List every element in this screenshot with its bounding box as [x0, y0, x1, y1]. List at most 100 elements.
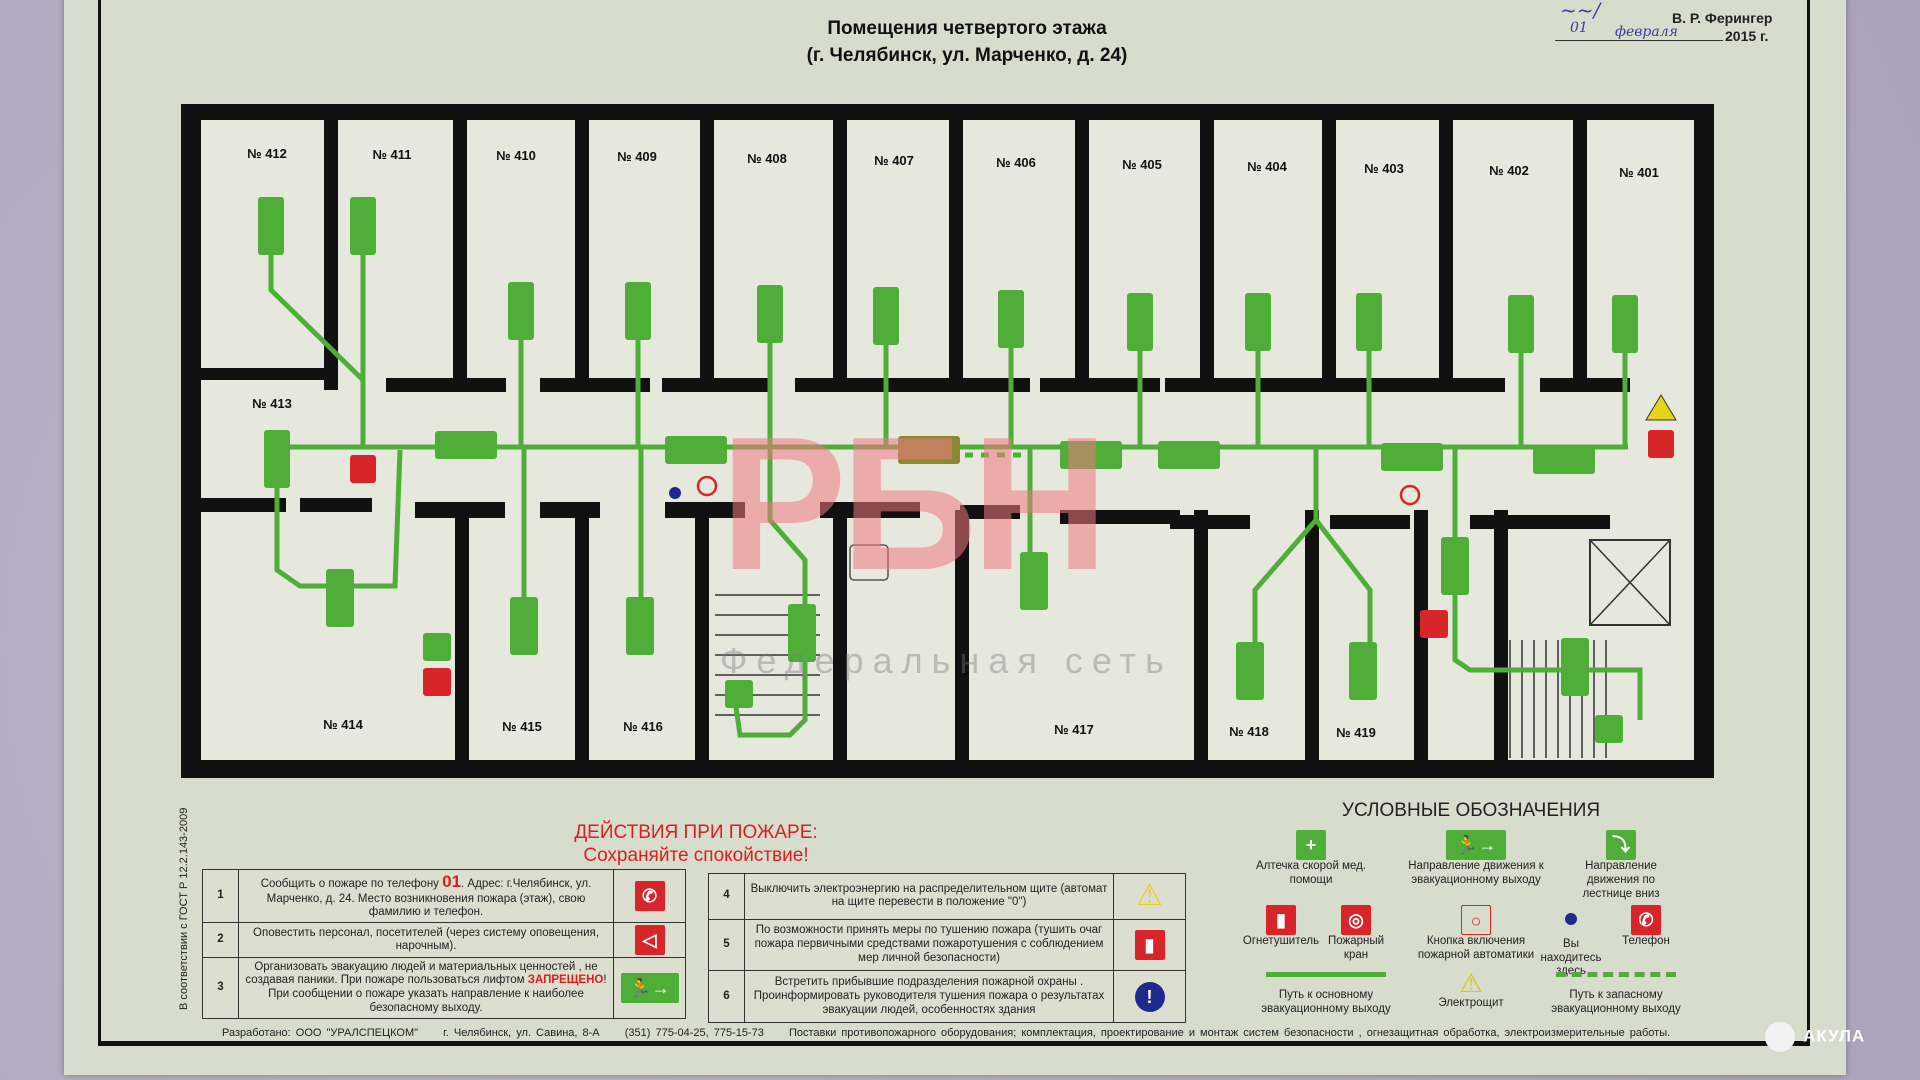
room-label: № 411: [372, 147, 411, 162]
step-text: Организовать эвакуацию людей и материаль…: [238, 957, 614, 1019]
step-number: 6: [708, 970, 745, 1023]
wall: [181, 760, 1714, 778]
watermark-logo: РБН: [720, 398, 1109, 610]
exit-direction-sign: [665, 436, 727, 464]
electric-hazard-icon: ⚠: [1136, 879, 1163, 913]
fire-actions-heading: ДЕЙСТВИЯ ПРИ ПОЖАРЕ:: [574, 822, 818, 843]
wall: [1170, 515, 1250, 529]
stairs-down-sign: [1595, 715, 1623, 743]
exit-direction-sign: [1508, 295, 1534, 353]
fire-extinguisher-sign: [350, 455, 376, 483]
exit-direction-sign: [1245, 293, 1271, 351]
fire-phone-number: 01: [442, 872, 462, 892]
exit-direction-sign: [508, 282, 534, 340]
footer-phones: (351) 775-04-25, 775-15-73: [624, 1027, 764, 1039]
wall: [1330, 515, 1410, 529]
room-label: № 412: [247, 146, 287, 161]
table-row: 5 По возможности принять меры по тушению…: [708, 918, 1186, 972]
fire-actions-subheading: Сохраняйте спокойствие!: [583, 845, 809, 866]
wall: [575, 510, 589, 770]
room-label: № 401: [1619, 165, 1659, 180]
exit-direction-icon: 🏃→: [620, 973, 679, 1004]
step-number: 5: [708, 918, 745, 972]
wall: [1395, 378, 1505, 392]
exit-direction-sign: [264, 430, 290, 488]
room-label: № 418: [1229, 724, 1269, 739]
room-label: № 405: [1122, 157, 1162, 172]
room-label: № 413: [252, 396, 292, 411]
evacuation-route: [732, 447, 808, 738]
info-exclamation-icon: !: [1134, 981, 1165, 1012]
fire-automation-button: [1399, 484, 1421, 506]
legend-label: Кнопка включения пожарной автоматики: [1417, 935, 1535, 961]
wall: [695, 510, 709, 770]
exit-direction-sign: [350, 197, 376, 255]
step-text: Выключить электроэнергию на распределите…: [744, 873, 1114, 920]
wall: [833, 120, 847, 390]
wall: [910, 378, 1030, 392]
exit-direction-sign: [326, 569, 354, 627]
legend-label: Направление движения по лестнице вниз: [1582, 860, 1660, 900]
footer-address: г. Челябинск, ул. Савина, 8-А: [443, 1027, 600, 1039]
wall: [386, 378, 506, 392]
footer-services: Поставки противопожарного оборудования; …: [788, 1027, 1671, 1039]
exit-direction-sign: [1158, 441, 1220, 469]
exit-direction-sign: [1127, 293, 1153, 351]
exit-direction-icon: 🏃→: [1446, 830, 1506, 860]
approval-day: 01: [1570, 20, 1588, 36]
exit-direction-sign: [1561, 638, 1589, 696]
footer: Разработано: ООО "УРАЛСПЕЦКОМ" г. Челяби…: [222, 1027, 1690, 1039]
fire-hose-icon: ◎: [1341, 905, 1371, 935]
fire-actions-table-left: 1 Сообщить о пожаре по телефону 01. Адре…: [202, 868, 686, 1019]
step-number: 1: [202, 868, 239, 924]
wall: [960, 505, 1020, 519]
wall: [1165, 378, 1285, 392]
first-aid-sign: [423, 633, 451, 661]
exit-direction-sign: [1236, 642, 1264, 700]
legend-title: УСЛОВНЫЕ ОБОЗНАЧЕНИЯ: [1341, 800, 1601, 821]
plan-title: Помещения четвертого этажа: [827, 18, 1107, 39]
exit-direction-sign: [1060, 441, 1122, 469]
legend-label: Направление движения к эвакуационному вы…: [1408, 860, 1544, 886]
wall: [1470, 515, 1610, 529]
step-text: Встретить прибывшие подразделения пожарн…: [744, 970, 1114, 1023]
table-row: 6 Встретить прибывшие подразделения пожа…: [708, 970, 1186, 1023]
wall: [1075, 120, 1089, 390]
wall: [1305, 510, 1319, 770]
approval-month: февраля: [1615, 24, 1678, 40]
step-number: 3: [202, 957, 239, 1019]
exit-direction-sign: [258, 197, 284, 255]
wall: [1322, 120, 1336, 390]
approval-name: В. Р. Ферингер: [1672, 10, 1773, 26]
reserve-exit-sign: [898, 436, 960, 464]
room-label: № 409: [617, 149, 657, 164]
exit-direction-sign: [873, 287, 899, 345]
room-label: № 414: [323, 717, 364, 732]
fire-hydrant-cabinet: [849, 544, 889, 581]
room-label: № 416: [623, 719, 663, 734]
wall: [455, 510, 469, 770]
wall: [540, 502, 600, 518]
gost-note: В соответствии с ГОСТ Р 12.2.143-2009: [178, 807, 190, 1010]
wall: [1040, 378, 1160, 392]
wall: [1414, 510, 1428, 770]
exit-direction-sign: [625, 282, 651, 340]
signature-line: [1555, 40, 1723, 41]
wall: [949, 120, 963, 390]
wall: [1060, 510, 1180, 524]
first-aid-icon: +: [1296, 830, 1326, 860]
elevator-cross: [1589, 539, 1671, 626]
exit-direction-sign: [435, 431, 497, 459]
exit-direction-sign: [998, 290, 1024, 348]
room-label: № 403: [1364, 161, 1404, 176]
exit-direction-sign: [1349, 642, 1377, 700]
legend-label: Огнетушитель: [1242, 935, 1320, 947]
wall: [181, 104, 1714, 120]
legend-label: Телефон: [1622, 935, 1670, 947]
legend-label: Путь к запасному эвакуационному выходу: [1551, 989, 1681, 1015]
legend-label: Пожарный кран: [1327, 935, 1385, 961]
corner-watermark: АКУЛА: [1765, 1022, 1865, 1052]
wall: [795, 378, 915, 392]
legend-label: Электрощит: [1438, 996, 1504, 1009]
